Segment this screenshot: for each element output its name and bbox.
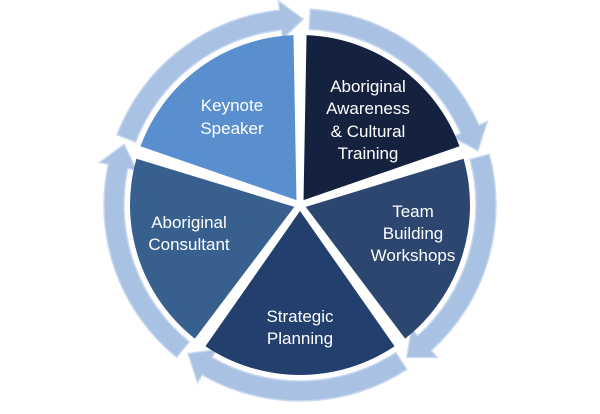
segment-wedge-awareness	[303, 35, 460, 201]
segment-wedge-consultant	[130, 158, 295, 339]
cycle-segments	[130, 35, 470, 376]
cycle-labels: Keynote Speaker Aboriginal Awareness & C…	[148, 77, 455, 348]
segment-label-consultant-line2: Consultant	[148, 235, 230, 254]
cycle-arrow-team	[405, 153, 497, 359]
segment-label-team-line2: Building	[383, 224, 444, 243]
segment-label-keynote-line1: Keynote	[201, 96, 263, 115]
cycle-arrow-awareness	[308, 8, 489, 152]
segment-label-strategic-line1: Strategic	[266, 307, 334, 326]
segment-label-awareness-line1: Aboriginal	[330, 77, 406, 96]
segment-label-awareness-line2: Awareness	[326, 99, 410, 118]
cycle-arrow-consultant	[97, 143, 191, 359]
cycle-arrow-keynote	[116, 0, 305, 143]
segment-label-team-line1: Team	[392, 202, 434, 221]
cycle-arrows	[97, 0, 497, 402]
segment-label-consultant-line1: Aboriginal	[151, 213, 227, 232]
cycle-arrow-strategic	[187, 348, 408, 402]
segment-label-strategic-line2: Planning	[267, 329, 333, 348]
segment-label-awareness-line4: Training	[338, 144, 399, 163]
segment-label-keynote-line2: Speaker	[200, 119, 264, 138]
segment-wedge-strategic	[205, 211, 395, 376]
segment-wedge-keynote	[140, 35, 297, 201]
segment-label-awareness-line3: & Cultural	[331, 122, 406, 141]
segment-wedge-team	[305, 158, 470, 339]
segment-label-team-line3: Workshops	[371, 246, 456, 265]
